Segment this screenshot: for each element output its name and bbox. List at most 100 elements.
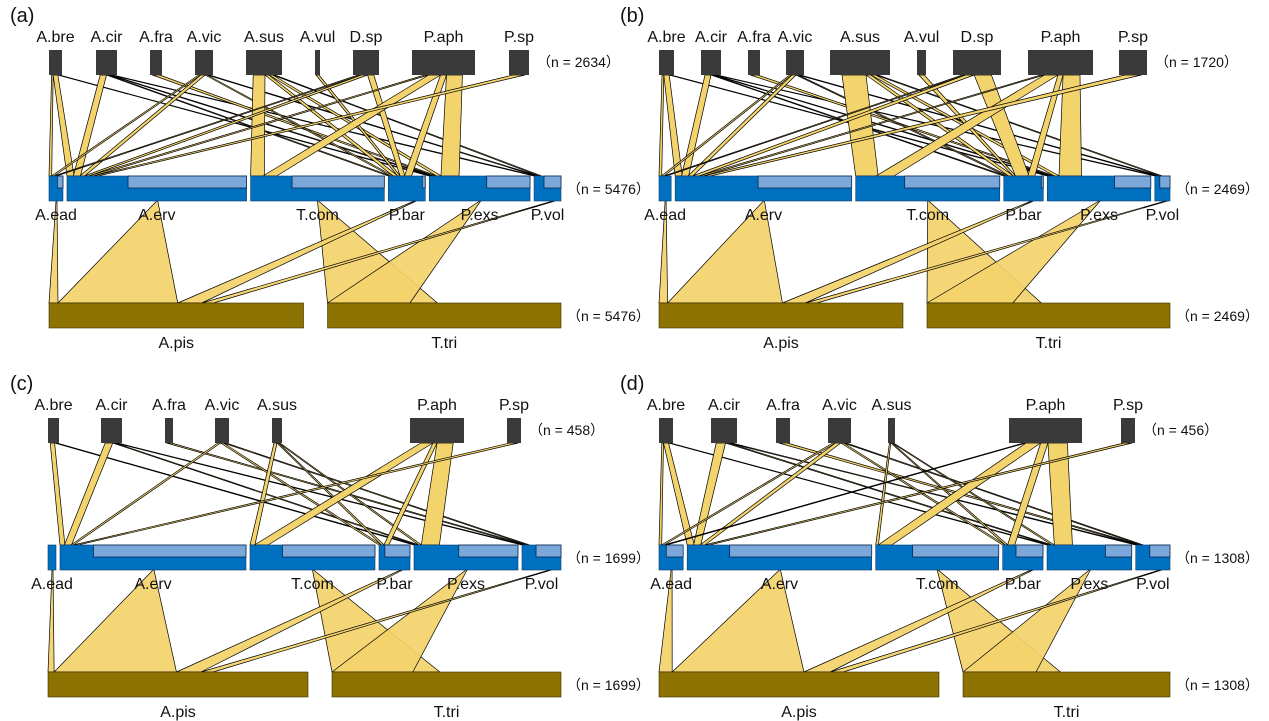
- top-node-label: A.fra: [737, 29, 771, 46]
- top-node-p-sp[interactable]: [509, 50, 529, 75]
- top-row-count: （n = 456）: [1143, 422, 1218, 438]
- mid-node-p-vol[interactable]: [533, 175, 562, 202]
- top-node-label: A.sus: [257, 397, 297, 414]
- middle-row-count: （n = 5476）: [567, 181, 650, 197]
- mid-node-label: T.com: [296, 207, 339, 224]
- top-node-a-vul[interactable]: [315, 50, 320, 75]
- mid-node-p-bar[interactable]: [388, 175, 426, 202]
- mid-node-p-vol[interactable]: [1154, 175, 1171, 202]
- top-node-a-sus[interactable]: [272, 418, 282, 443]
- top-node-a-bre[interactable]: [659, 50, 674, 75]
- mid-node-p-exs[interactable]: [413, 544, 519, 571]
- top-node-p-sp[interactable]: [1121, 418, 1135, 443]
- upper-link-a-vic-to-p-vol: [223, 442, 530, 546]
- top-row-count: （n = 458）: [529, 422, 604, 438]
- links-layer: [658, 442, 1163, 673]
- mid-node-box: [658, 175, 672, 202]
- mid-node-p-exs[interactable]: [1047, 175, 1152, 202]
- mid-node-p-exs[interactable]: [428, 175, 531, 202]
- mid-node-a-erv[interactable]: [674, 175, 853, 202]
- mid-node-label: T.com: [906, 207, 949, 224]
- bottom-node-t-tri[interactable]: [327, 302, 562, 329]
- bottom-node-t-tri[interactable]: [331, 671, 562, 698]
- bottom-node-t-tri[interactable]: [962, 671, 1171, 698]
- top-node-a-fra[interactable]: [165, 418, 173, 443]
- top-node-a-fra[interactable]: [150, 50, 162, 75]
- mid-node-a-erv[interactable]: [59, 544, 247, 571]
- top-node-d-sp[interactable]: [953, 50, 1001, 75]
- bottom-node-a-pis[interactable]: [48, 302, 304, 329]
- bottom-node-a-pis[interactable]: [658, 302, 904, 329]
- top-node-label: P.aph: [417, 397, 457, 414]
- bottom-node-label: A.pis: [158, 335, 194, 352]
- bottom-node-label: A.pis: [763, 335, 799, 352]
- top-node-label: P.sp: [1113, 397, 1143, 414]
- upper-link-a-bre-to-a-ead: [658, 442, 664, 546]
- mid-node-t-com[interactable]: [875, 544, 1000, 571]
- mid-node-a-erv[interactable]: [686, 544, 873, 571]
- top-node-a-vic[interactable]: [786, 50, 804, 75]
- upper-link-a-bre-to-a-erv: [663, 74, 683, 177]
- upper-link-a-bre-to-a-ead: [48, 74, 54, 177]
- top-node-d-sp[interactable]: [353, 50, 379, 75]
- mid-node-t-com[interactable]: [855, 175, 1001, 202]
- mid-node-p-bar[interactable]: [378, 544, 411, 571]
- mid-node-label: A.erv: [138, 207, 175, 224]
- top-node-p-aph[interactable]: [412, 50, 475, 75]
- top-node-label: A.bre: [34, 397, 72, 414]
- top-node-label: A.vic: [205, 397, 240, 414]
- mid-node-a-ead[interactable]: [47, 544, 57, 571]
- top-node-a-vic[interactable]: [215, 418, 229, 443]
- top-node-a-bre[interactable]: [49, 50, 62, 75]
- top-node-p-aph[interactable]: [1009, 418, 1082, 443]
- mid-node-a-ead[interactable]: [658, 175, 672, 202]
- top-node-a-bre[interactable]: [48, 418, 59, 443]
- mid-node-a-ead[interactable]: [658, 544, 684, 571]
- top-node-a-vul[interactable]: [917, 50, 926, 75]
- bottom-node-a-pis[interactable]: [658, 671, 940, 698]
- top-node-a-fra[interactable]: [748, 50, 760, 75]
- top-node-label: D.sp: [350, 29, 383, 46]
- mid-node-label: A.ead: [31, 576, 73, 593]
- top-node-a-vic[interactable]: [195, 50, 213, 75]
- mid-node-p-exs[interactable]: [1046, 544, 1133, 571]
- panel-label: (b): [620, 5, 644, 27]
- mid-node-inset: [1114, 175, 1152, 189]
- top-node-a-cir[interactable]: [711, 418, 737, 443]
- top-node-label: A.bre: [647, 397, 685, 414]
- mid-node-label: T.com: [916, 576, 959, 593]
- top-node-a-sus[interactable]: [830, 50, 890, 75]
- top-node-p-aph[interactable]: [410, 418, 464, 443]
- top-node-a-vic[interactable]: [828, 418, 851, 443]
- top-node-a-cir[interactable]: [101, 418, 122, 443]
- top-node-a-cir[interactable]: [701, 50, 721, 75]
- bottom-node-a-pis[interactable]: [47, 671, 309, 698]
- mid-node-t-com[interactable]: [250, 175, 385, 202]
- middle-row-count: （n = 1308）: [1176, 550, 1259, 566]
- top-node-a-fra[interactable]: [776, 418, 790, 443]
- top-node-a-cir[interactable]: [96, 50, 117, 75]
- mid-node-label: P.exs: [447, 576, 485, 593]
- mid-node-a-erv[interactable]: [66, 175, 248, 202]
- bottom-row-count: （n = 5476）: [567, 308, 650, 324]
- panel-label: (d): [620, 373, 644, 395]
- top-row-count: （n = 2634）: [537, 54, 620, 70]
- top-node-a-bre[interactable]: [659, 418, 673, 443]
- mid-node-a-ead[interactable]: [48, 175, 64, 202]
- top-node-a-sus[interactable]: [888, 418, 895, 443]
- mid-node-p-bar[interactable]: [1003, 175, 1044, 202]
- top-node-a-sus[interactable]: [246, 50, 282, 75]
- top-node-p-aph[interactable]: [1028, 50, 1093, 75]
- top-node-p-sp[interactable]: [507, 418, 521, 443]
- top-node-p-sp[interactable]: [1119, 50, 1147, 75]
- mid-node-inset: [904, 175, 1001, 189]
- mid-node-p-bar[interactable]: [1002, 544, 1044, 571]
- bottom-node-t-tri[interactable]: [926, 302, 1171, 329]
- mid-node-p-vol[interactable]: [521, 544, 562, 571]
- mid-node-label: P.bar: [1005, 207, 1042, 224]
- mid-node-t-com[interactable]: [249, 544, 376, 571]
- mid-node-p-vol[interactable]: [1135, 544, 1171, 571]
- top-node-label: A.vul: [904, 29, 940, 46]
